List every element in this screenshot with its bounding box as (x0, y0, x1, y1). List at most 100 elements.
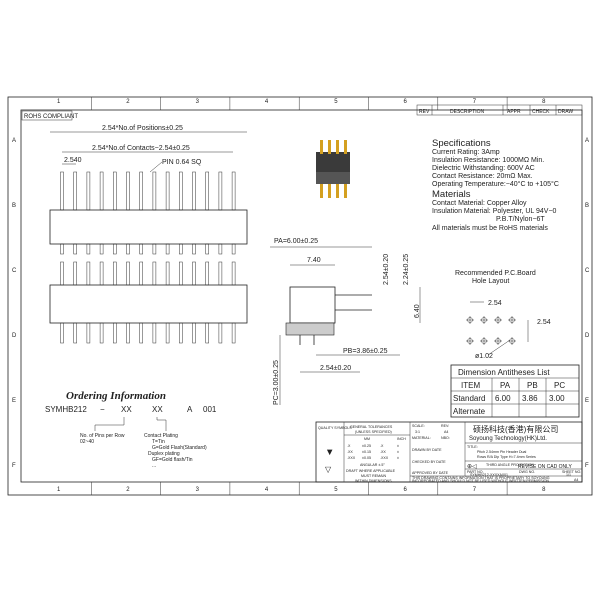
pin (152, 171, 157, 211)
ordering-pins_range: 02~40 (80, 439, 94, 445)
title_block-scale_label: SCALE: (412, 424, 425, 428)
pin (179, 171, 183, 211)
triangle-symbol: ▼ (325, 447, 334, 458)
zone-column-label: 3 (196, 99, 200, 105)
zone-column-label: 8 (542, 487, 546, 493)
title_block-part_no_label: PART NO. (467, 470, 484, 474)
pin-tail (99, 243, 104, 255)
title_block-dwg_no_label: DWG NO. (519, 470, 535, 474)
title_block-tol_rows-0-0: .X (347, 444, 351, 448)
top_view-dim_positions: 2.54*No.of Positions±0.25 (102, 125, 183, 132)
hole_layout-title2: Hole Layout (472, 278, 509, 285)
projection-symbol-icon: ⊕◁ (467, 464, 477, 470)
pin (218, 171, 223, 211)
title_block-rev: A4 (444, 430, 448, 434)
pin-tail (165, 243, 170, 255)
title_block-scale: 3:1 (415, 430, 420, 434)
pin-tail (152, 243, 157, 255)
pin (126, 261, 130, 286)
title_block-notice: THIS DRAWING CONTAINS INFORMATION THAT I… (412, 476, 550, 480)
title_block-company_cn: 硕扬科技(香港)有限公司 (473, 424, 558, 434)
ordering-plating_options-0: T=Tin (152, 439, 165, 445)
specifications-lines-3: Contact Resistance: 20mΩ Max. (432, 173, 533, 180)
specifications-title: Specifications (432, 138, 491, 149)
pin (205, 171, 209, 211)
pin-tail (152, 322, 157, 344)
pin-tail (231, 322, 236, 344)
side_view-d640: 6.40 (414, 304, 421, 318)
pin (179, 261, 183, 286)
ordering-title: Ordering Information (66, 390, 166, 402)
pin-tail (113, 322, 117, 344)
specifications-lines-2: Dielectric Withstanding: 600V AC (432, 165, 535, 172)
side_view-pa: PA=6.00±0.25 (274, 238, 318, 245)
dimension_table-rows-0-1: 6.00 (495, 394, 511, 403)
ordering-code-2: XX (121, 405, 132, 414)
specifications: Specifications Current Rating: 3Amp Insu… (432, 138, 559, 232)
pin (113, 171, 117, 211)
pin (231, 171, 236, 211)
dimension-table: Dimension Antitheses List ITEM PA PB PC … (450, 364, 580, 418)
revision_table-headers-3: CHECK (532, 109, 550, 115)
pin (231, 261, 236, 286)
title_block-drawn: DRAWN BY DATE (412, 448, 442, 452)
zone-column-label: 5 (334, 99, 338, 105)
zone-column-label: 7 (473, 487, 477, 493)
top_view-dim_pitch: 2.540 (64, 157, 82, 164)
ordering-code-5: 001 (203, 405, 217, 414)
pin-tail (139, 243, 143, 255)
zone-row-label: E (585, 398, 589, 404)
ordering-code-3: XX (152, 405, 163, 414)
pin-tail (126, 322, 130, 344)
zone-row-label: C (585, 268, 590, 274)
side_view-pc: PC=3.00±0.25 (273, 360, 280, 405)
finish-symbol: ▽ (325, 465, 332, 474)
pin (86, 171, 91, 211)
title_block-mm: MM (364, 437, 370, 441)
pin (86, 261, 91, 286)
side-view-drawing: 7.40 PA=6.00±0.25 2.54±0.20 2.24±0.25 6.… (270, 238, 421, 405)
title_block-tol_rows-1-2: .XX (380, 450, 386, 454)
dimension_table-title: Dimension Antitheses List (458, 368, 550, 377)
zone-column-label: 2 (126, 487, 130, 493)
pin (165, 261, 170, 286)
pin-tail (231, 243, 236, 255)
title_block-tol_rows-1-1: ±0.15 (362, 450, 371, 454)
side_view-d740: 7.40 (307, 257, 321, 264)
pin-tail (218, 322, 223, 344)
zone-row-label: A (585, 138, 589, 144)
pin-tail (192, 322, 196, 344)
pin-tail (205, 243, 209, 255)
pin (139, 261, 143, 286)
specifications-lines-4: Operating Temperature:−40°C to +105°C (432, 180, 559, 188)
revision_table-headers-1: DESCRIPTION (450, 109, 485, 115)
dimension_table-rows-0-2: 3.86 (522, 394, 538, 403)
pin-tail (139, 322, 143, 344)
ordering-plating_label: Contact Plating (144, 433, 178, 439)
connector-3d-image (316, 140, 350, 198)
dimension_table-headers-0: ITEM (461, 381, 480, 390)
zone-column-label: 6 (404, 99, 408, 105)
specifications-materials-2: P.B.T/Nylon−6T (496, 216, 545, 223)
hole_layout-hole_dia: ø1.02 (475, 353, 493, 360)
pin-tail (86, 322, 91, 344)
pin-tail (205, 322, 209, 344)
specifications-materials-1: Insulation Material: Polyester, UL 94V−0 (432, 208, 557, 215)
title_block-revise: REVISE ON CAD ONLY (518, 464, 572, 470)
zone-column-label: 1 (57, 487, 61, 493)
revision_table-headers-2: APPR (507, 109, 521, 115)
pin (205, 261, 209, 286)
title_block-must: MUST REMAIN (361, 474, 386, 478)
rohs-label: ROHS COMPLIANT (24, 114, 78, 120)
title_block-tol_rows-0-3: ± (397, 444, 399, 448)
specifications-materials-0: Contact Material: Copper Alloy (432, 200, 527, 207)
title_block-tol_rows-0-2: .X (380, 444, 384, 448)
dimension_table-rows-1-0: Alternate (453, 407, 486, 416)
title_block-title_line2: Rows R/A Dip Type H=7.4mm Series (477, 455, 536, 459)
title_block-nbr_label: NBO: (441, 436, 450, 440)
pin (60, 261, 64, 286)
title_block-checked: CHECKED BY DATE (412, 460, 446, 464)
pin-tail (179, 322, 183, 344)
